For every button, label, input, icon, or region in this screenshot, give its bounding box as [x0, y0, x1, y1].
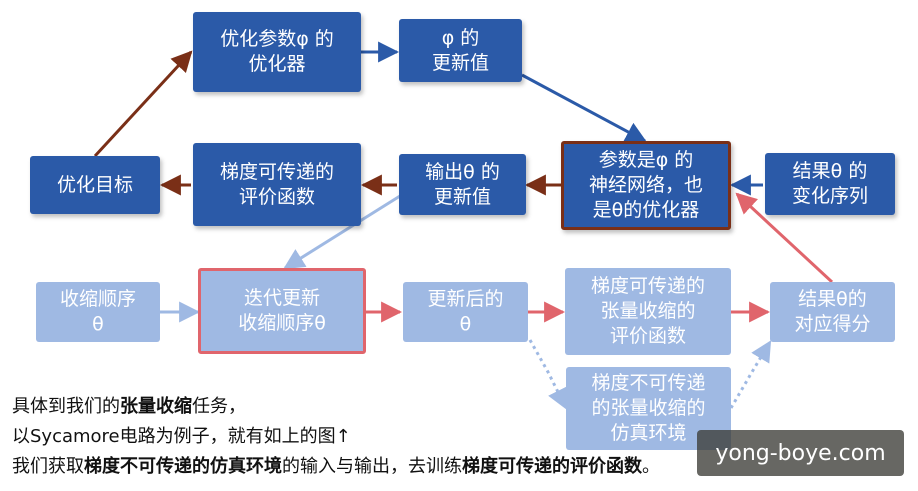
box-optimizer-phi: 优化参数φ 的 优化器: [193, 12, 361, 92]
arrow-updated-to-sim: [528, 339, 568, 410]
caption-text: 任务，: [192, 396, 246, 417]
caption-line-1: 具体到我们的张量收缩任务，: [12, 392, 660, 422]
box-simulation-env: 梯度不可传递 的张量收缩的 仿真环境: [566, 367, 731, 450]
arrow-score-to-nn: [735, 192, 834, 284]
arrow-sim-to-score: [729, 340, 772, 409]
watermark: yong-boye.com: [697, 430, 904, 476]
caption-bold: 张量收缩: [120, 396, 192, 417]
arrow-target-to-optimizer: [93, 50, 193, 158]
caption-text: 的输入与输出，去训练: [282, 456, 462, 477]
caption-bold: 梯度可传递的评价函数: [462, 456, 642, 477]
caption-line-2: 以Sycamore电路为例子，就有如上的图↑: [12, 422, 660, 452]
caption-text: 我们获取: [12, 456, 84, 477]
box-theta-update: 输出θ 的 更新值: [399, 154, 526, 215]
box-neural-network-phi: 参数是φ 的 神经网络，也 是θ的优化器: [561, 141, 731, 230]
caption-text: 具体到我们的: [12, 396, 120, 417]
box-contraction-order: 收缩顺序 θ: [36, 282, 160, 342]
box-iterative-update: 迭代更新 收缩顺序θ: [198, 268, 366, 354]
arrow-phi-update-to-nn: [521, 73, 647, 143]
box-tensor-differentiable-eval: 梯度可传递的 张量收缩的 评价函数: [565, 268, 731, 355]
box-optimization-target: 优化目标: [30, 156, 160, 214]
caption-text: 以Sycamore电路为例子，就有如上的图↑: [12, 426, 351, 447]
caption-bold: 梯度不可传递的仿真环境: [84, 456, 282, 477]
caption: 具体到我们的张量收缩任务， 以Sycamore电路为例子，就有如上的图↑ 我们获…: [12, 392, 660, 482]
box-theta-score: 结果θ的 对应得分: [770, 282, 895, 342]
box-phi-update: φ 的 更新值: [399, 19, 522, 82]
arrow-theta-update-to-iter: [283, 194, 401, 270]
box-differentiable-eval: 梯度可传递的 评价函数: [193, 143, 361, 226]
caption-text: 。: [642, 456, 660, 477]
caption-line-3: 我们获取梯度不可传递的仿真环境的输入与输出，去训练梯度可传递的评价函数。: [12, 452, 660, 482]
box-theta-sequence: 结果θ 的 变化序列: [765, 153, 895, 215]
box-updated-theta: 更新后的 θ: [403, 282, 528, 342]
